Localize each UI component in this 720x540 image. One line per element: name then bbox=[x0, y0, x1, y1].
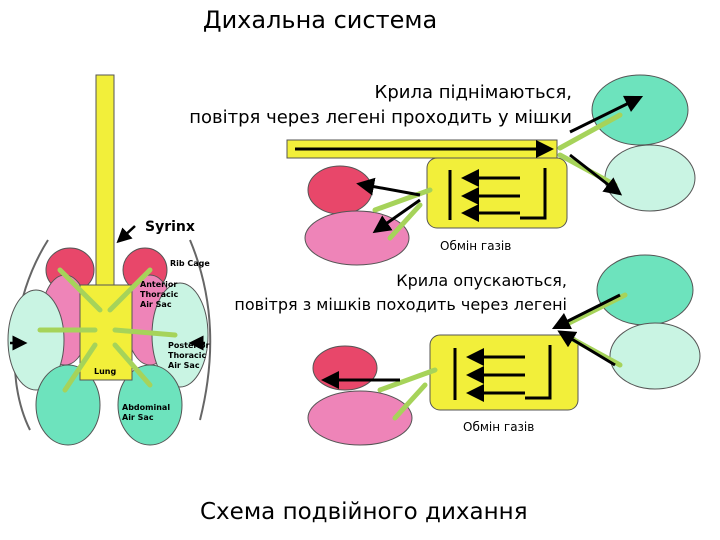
top-teal-sac bbox=[591, 74, 689, 146]
bottom-caption: Крила опускаються, повітря з мішків похо… bbox=[234, 269, 567, 317]
bottom-gas-exchange-label: Обмін газів bbox=[463, 420, 535, 434]
abdominal-label-1: Abdominal bbox=[122, 403, 170, 412]
posterior-label-1: Posterior bbox=[168, 341, 210, 350]
bottom-pink-sac bbox=[307, 390, 413, 446]
footer-caption: Схема подвійного дихання bbox=[200, 499, 528, 525]
inhale-diagram bbox=[286, 74, 696, 266]
top-caption: Крила піднімаються, повітря через легені… bbox=[189, 80, 572, 130]
top-gas-exchange-label: Обмін газів bbox=[440, 239, 512, 253]
exhale-diagram bbox=[307, 254, 701, 446]
left-light-sac bbox=[7, 289, 65, 391]
top-caption-line2: повітря через легені проходить у мішки bbox=[189, 107, 572, 128]
right-teal-sac bbox=[117, 364, 183, 446]
lung-label: Lung bbox=[94, 367, 116, 376]
rib-cage-label: Rib Cage bbox=[170, 259, 210, 268]
left-teal-sac bbox=[35, 364, 101, 446]
trachea bbox=[95, 74, 115, 286]
abdominal-label-2: Air Sac bbox=[122, 413, 154, 422]
bottom-red-sac bbox=[312, 345, 378, 391]
anterior-label-3: Air Sac bbox=[140, 300, 172, 309]
bottom-light-sac bbox=[609, 322, 701, 390]
bottom-caption-line2: повітря з мішків походить через легені bbox=[234, 295, 567, 314]
top-caption-line1: Крила піднімаються, bbox=[374, 82, 572, 103]
bottom-teal-sac bbox=[596, 254, 694, 326]
top-light-sac bbox=[604, 144, 696, 212]
posterior-label-3: Air Sac bbox=[168, 361, 200, 370]
page-title: Дихальна система bbox=[202, 6, 438, 34]
anterior-label-1: Anterior bbox=[140, 280, 177, 289]
anterior-label-2: Thoracic bbox=[140, 290, 178, 299]
posterior-label-2: Thoracic bbox=[168, 351, 206, 360]
anatomy-figure: Syrinx Rib Cage Anterior Thoracic Air Sa… bbox=[7, 74, 212, 446]
bottom-caption-line1: Крила опускаються, bbox=[396, 271, 567, 290]
syrinx-label: Syrinx bbox=[145, 219, 195, 235]
top-red-sac bbox=[307, 165, 373, 215]
